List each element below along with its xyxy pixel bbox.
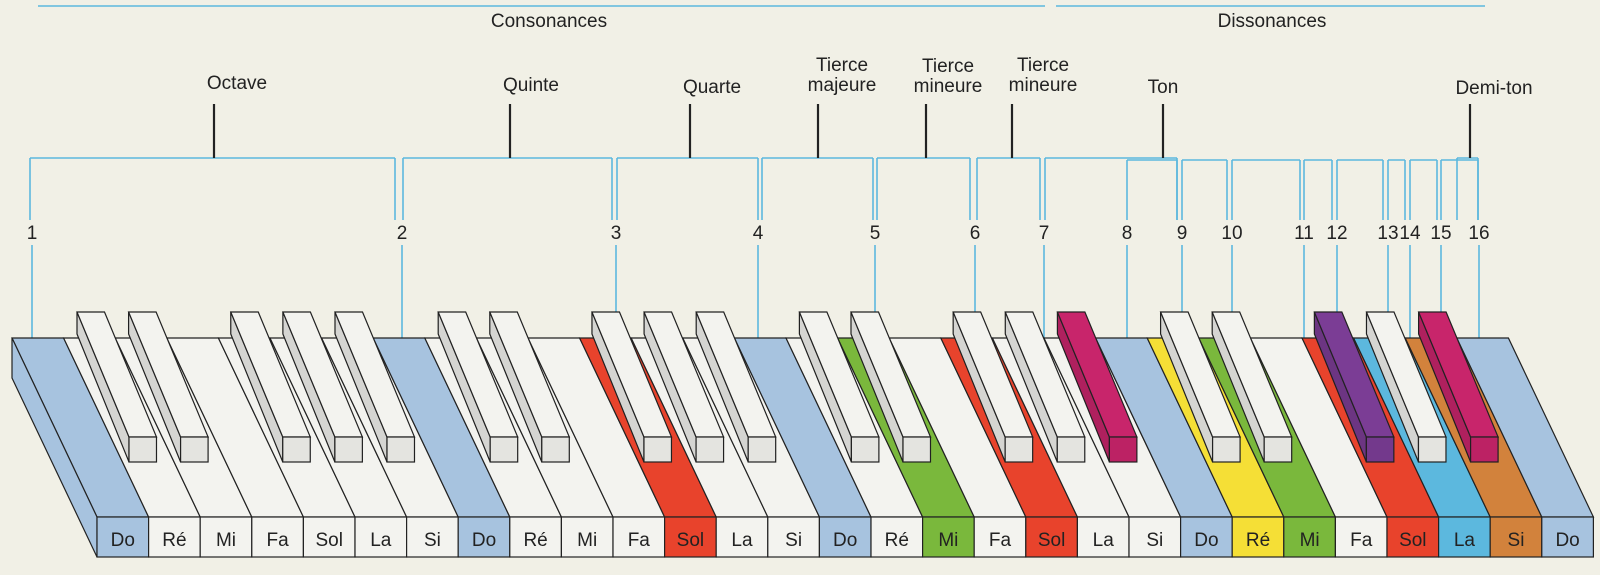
harmonic-number-11: 11 bbox=[1294, 223, 1314, 244]
white-key-front bbox=[870, 516, 924, 558]
harmonic-number-10: 10 bbox=[1221, 223, 1243, 244]
note-label: Sol bbox=[677, 530, 704, 551]
interval-label-tierce-mineure-2: Tierce mineure bbox=[1008, 55, 1078, 96]
black-key bbox=[952, 311, 1034, 463]
white-key-front bbox=[560, 516, 614, 558]
note-label: Fa bbox=[267, 530, 290, 551]
harmonic-number-2: 2 bbox=[396, 223, 408, 244]
white-key-front bbox=[1179, 516, 1233, 558]
black-key bbox=[1004, 311, 1086, 463]
note-label: Mi bbox=[216, 530, 236, 551]
harmonic-number-1: 1 bbox=[26, 223, 38, 244]
consonances-label: Consonances bbox=[490, 11, 608, 32]
white-key-front bbox=[1128, 516, 1182, 558]
interval-label-tierce-majeure: Tierce majeure bbox=[807, 55, 877, 96]
black-key bbox=[1159, 311, 1241, 463]
interval-label-quarte: Quarte bbox=[682, 77, 742, 98]
white-key-front bbox=[1541, 516, 1595, 558]
note-label: Sol bbox=[1399, 530, 1426, 551]
note-label: Ré bbox=[1246, 530, 1270, 551]
note-label: Si bbox=[1146, 530, 1163, 551]
white-key-front bbox=[1076, 516, 1130, 558]
black-key bbox=[229, 311, 312, 463]
white-key-front bbox=[1437, 516, 1491, 558]
black-key bbox=[76, 311, 158, 463]
interval-label-ton: Ton bbox=[1147, 77, 1179, 98]
black-key bbox=[437, 311, 519, 463]
black-key bbox=[798, 311, 880, 463]
interval-label-octave: Octave bbox=[206, 73, 268, 94]
note-label: Do bbox=[111, 530, 135, 551]
black-key bbox=[1417, 311, 1499, 463]
note-label: Do bbox=[472, 530, 496, 551]
black-key bbox=[850, 311, 932, 463]
harmonic-number-13: 13 bbox=[1377, 223, 1399, 244]
black-key bbox=[127, 311, 209, 463]
note-label: Sol bbox=[1038, 530, 1065, 551]
note-label: Si bbox=[424, 530, 441, 551]
note-label: Ré bbox=[885, 530, 909, 551]
black-key bbox=[1365, 311, 1447, 463]
interval-label-demi-ton: Demi-ton bbox=[1455, 78, 1533, 99]
white-key-front bbox=[715, 516, 769, 558]
black-key bbox=[1211, 311, 1293, 463]
black-key bbox=[1056, 311, 1138, 463]
white-key-front bbox=[973, 516, 1027, 558]
note-label: La bbox=[731, 530, 753, 551]
note-label: Mi bbox=[1300, 530, 1320, 551]
black-key bbox=[488, 311, 571, 463]
harmonic-number-6: 6 bbox=[969, 223, 981, 244]
note-label: Sol bbox=[315, 530, 342, 551]
note-label: Fa bbox=[989, 530, 1012, 551]
dissonances-label: Dissonances bbox=[1217, 11, 1327, 32]
harmonic-number-15: 15 bbox=[1430, 223, 1452, 244]
harmonic-number-7: 7 bbox=[1038, 223, 1050, 244]
interval-label-tierce-mineure-1: Tierce mineure bbox=[913, 56, 983, 97]
harmonic-number-8: 8 bbox=[1121, 223, 1133, 244]
black-key bbox=[334, 311, 416, 463]
interval-label-quinte: Quinte bbox=[503, 75, 559, 96]
white-key-front bbox=[1283, 516, 1337, 558]
harmonic-number-12: 12 bbox=[1326, 223, 1348, 244]
note-label: Ré bbox=[523, 530, 547, 551]
note-label: Si bbox=[785, 530, 802, 551]
note-label: Si bbox=[1508, 530, 1525, 551]
harmonic-number-9: 9 bbox=[1176, 223, 1188, 244]
white-key-front bbox=[1231, 516, 1285, 558]
white-key-front bbox=[818, 516, 872, 558]
note-label: Do bbox=[1555, 530, 1579, 551]
harmonic-number-4: 4 bbox=[752, 223, 764, 244]
harmonic-number-14: 14 bbox=[1399, 223, 1421, 244]
harmonic-number-5: 5 bbox=[869, 223, 881, 244]
white-key-front bbox=[1025, 516, 1079, 558]
black-key bbox=[695, 311, 777, 463]
white-key-front bbox=[921, 516, 975, 558]
note-label: La bbox=[1093, 530, 1115, 551]
note-label: Do bbox=[1194, 530, 1218, 551]
note-label: Fa bbox=[628, 530, 651, 551]
white-key-front bbox=[251, 516, 305, 558]
white-key-front bbox=[457, 516, 511, 558]
black-key bbox=[643, 311, 725, 463]
white-key-front bbox=[354, 516, 408, 558]
black-key bbox=[281, 311, 364, 463]
note-label: Do bbox=[833, 530, 857, 551]
note-label: Mi bbox=[577, 530, 597, 551]
note-label: La bbox=[370, 530, 392, 551]
note-label: Mi bbox=[938, 530, 958, 551]
black-key bbox=[591, 311, 673, 463]
harmonic-number-16: 16 bbox=[1468, 223, 1490, 244]
note-label: La bbox=[1454, 530, 1476, 551]
white-key-front bbox=[406, 516, 459, 558]
note-label: Fa bbox=[1350, 530, 1373, 551]
harmonic-number-3: 3 bbox=[610, 223, 622, 244]
black-key bbox=[1313, 311, 1395, 463]
note-label: Ré bbox=[162, 530, 186, 551]
